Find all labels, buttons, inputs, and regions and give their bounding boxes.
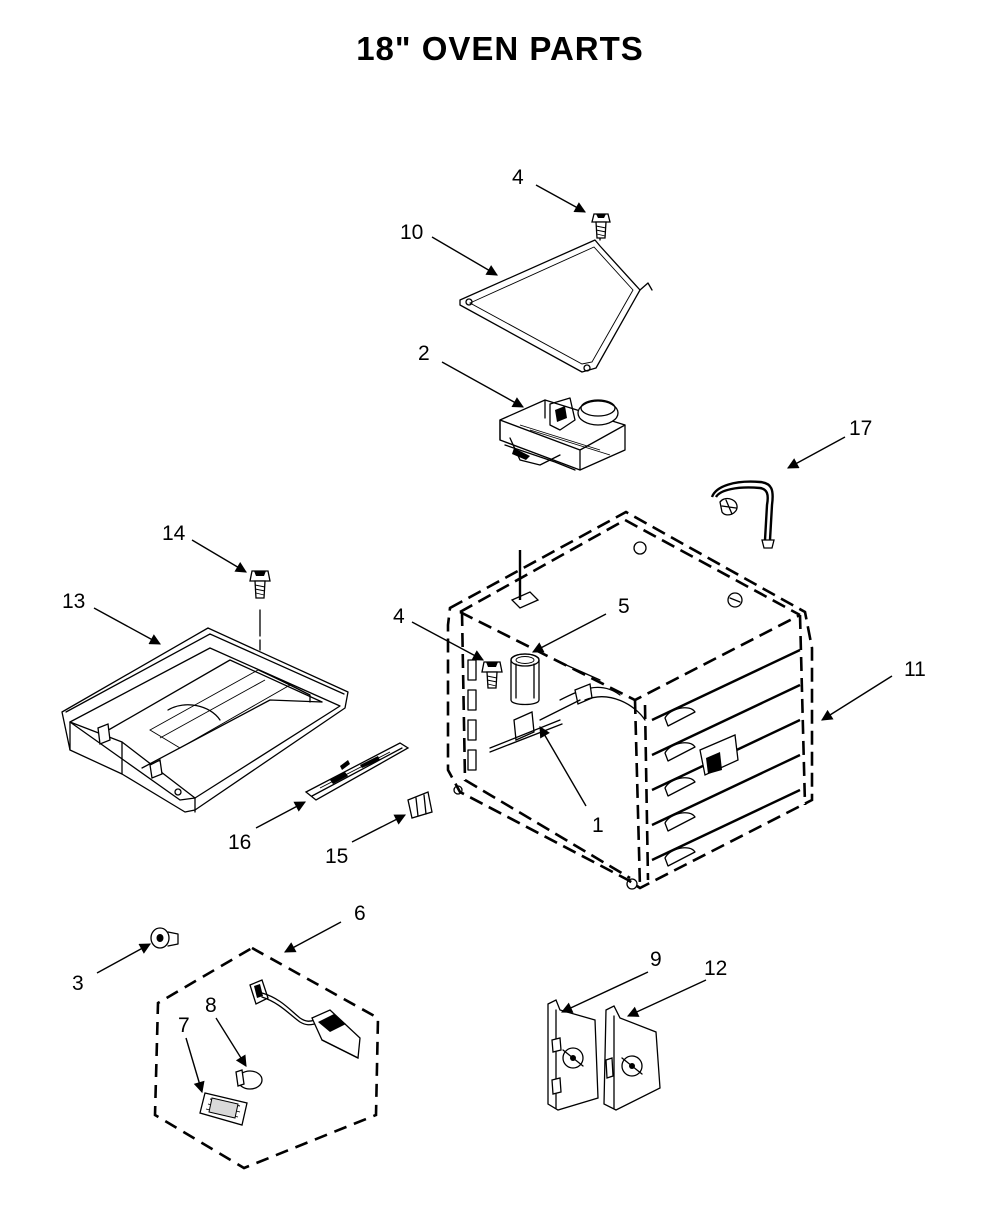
- arrow-17: [787, 436, 846, 469]
- callout-5: 5: [618, 595, 630, 618]
- arrow-16: [255, 801, 306, 829]
- arrow-10: [431, 236, 498, 276]
- part-17-tube: [710, 480, 775, 549]
- part-13-drawer-pan: [61, 627, 349, 813]
- arrow-5: [532, 613, 607, 653]
- arrow-4-top: [535, 184, 586, 213]
- callout-2: 2: [418, 342, 430, 365]
- part-3-bushing: [150, 927, 179, 949]
- arrow-7: [185, 1037, 205, 1094]
- callout-11: 11: [904, 658, 926, 681]
- callout-7: 7: [178, 1014, 190, 1037]
- callout-3: 3: [72, 972, 84, 995]
- callout-10: 10: [400, 221, 423, 244]
- callout-12: 12: [704, 957, 727, 980]
- callout-arrows: [93, 184, 893, 1094]
- part-10-mounting-plate: [459, 231, 653, 373]
- arrow-12: [626, 979, 707, 1017]
- arrow-4-mid: [411, 621, 484, 661]
- part-16-slide-rail: [304, 742, 410, 801]
- arrow-13: [93, 607, 161, 645]
- callout-8: 8: [205, 994, 217, 1017]
- part-2-control-bracket: [499, 397, 626, 471]
- callout-16: 16: [228, 831, 251, 854]
- callout-1: 1: [592, 814, 604, 837]
- callout-17: 17: [849, 417, 872, 440]
- part-4-screw-top: [591, 213, 611, 239]
- part-12-hinge: [603, 1005, 661, 1111]
- callout-15: 15: [325, 845, 348, 868]
- arrow-6: [284, 921, 342, 953]
- arrow-15: [351, 814, 406, 843]
- callout-6: 6: [354, 902, 366, 925]
- callout-13: 13: [62, 590, 85, 613]
- page-title: 18" OVEN PARTS: [356, 30, 644, 67]
- part-4-screw-mid: [481, 661, 503, 689]
- arrow-3: [96, 943, 151, 974]
- part-14-screw: [249, 570, 271, 637]
- part-15-clip: [407, 791, 433, 819]
- arrow-2: [441, 361, 524, 408]
- arrow-1: [539, 726, 587, 807]
- part-5-igniter-cylinder: [510, 653, 540, 706]
- arrow-14: [191, 539, 247, 573]
- arrow-8: [215, 1017, 247, 1067]
- callout-14: 14: [162, 522, 186, 545]
- callout-9: 9: [650, 948, 662, 971]
- callout-labels: 4 10 2 17 14 13 4 5 11 1 16 15 3 6 7 8 9…: [62, 166, 926, 1037]
- part-11-oven-cavity: [446, 510, 814, 890]
- part-6-light-kit-group: [153, 946, 380, 1170]
- arrow-11: [821, 675, 893, 721]
- callout-4-mid: 4: [393, 605, 405, 628]
- part-1-sensor: [489, 699, 581, 753]
- arrow-9: [560, 971, 649, 1013]
- part-9-hinge: [547, 999, 599, 1111]
- callout-4-top: 4: [512, 166, 524, 189]
